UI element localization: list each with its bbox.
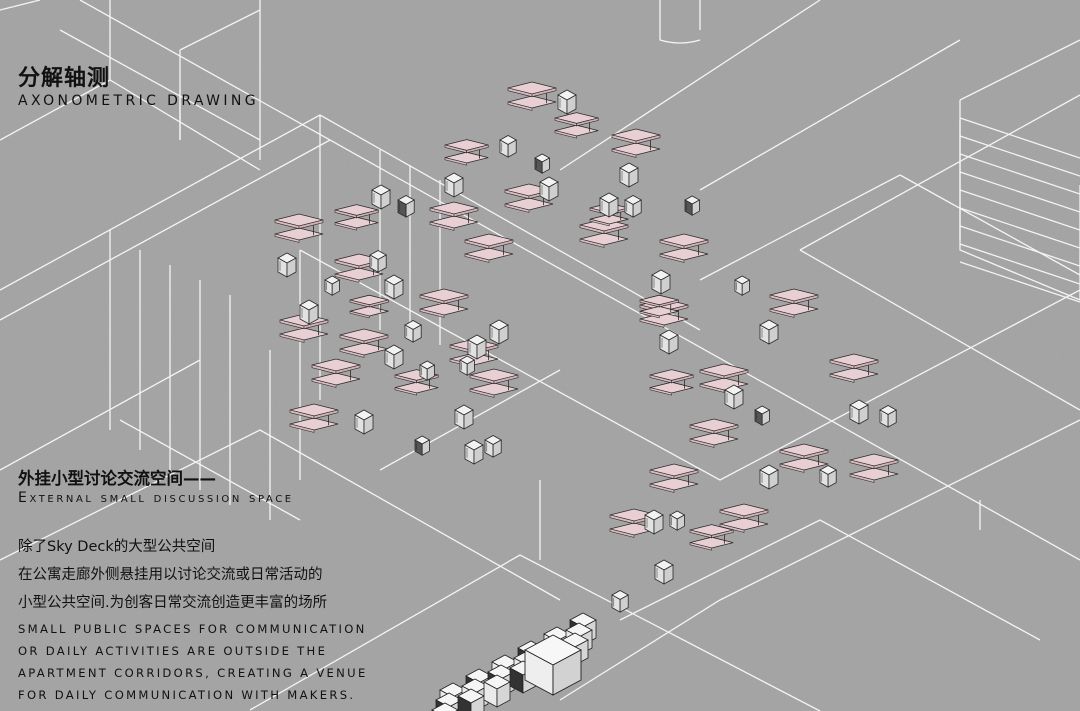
hanging-pod <box>274 213 324 243</box>
box-module <box>467 334 487 360</box>
box-module <box>557 89 577 115</box>
hanging-pod <box>429 201 479 231</box>
hanging-pod <box>419 288 469 318</box>
box-module <box>397 195 416 218</box>
section-title: 外挂小型讨论交流空间—— <box>18 469 216 488</box>
box-module <box>499 135 518 158</box>
box-module <box>819 465 838 488</box>
hanging-pod <box>334 204 379 231</box>
box-module <box>754 405 771 426</box>
box-module <box>599 192 619 218</box>
box-module <box>539 176 559 202</box>
box-module <box>849 399 869 425</box>
box-module <box>324 275 341 296</box>
box-module <box>624 195 643 218</box>
hanging-pod <box>507 81 557 111</box>
box-module <box>444 172 464 198</box>
box-module <box>759 319 779 345</box>
box-module <box>464 439 484 465</box>
box-module <box>299 299 319 325</box>
hanging-pod <box>659 233 709 263</box>
hanging-pod <box>649 369 694 396</box>
hanging-pod <box>719 503 769 533</box>
hanging-pod <box>339 328 389 358</box>
hanging-pod <box>464 233 514 263</box>
box-module <box>354 409 374 435</box>
hanging-pod <box>829 353 879 383</box>
hanging-pod <box>699 363 749 393</box>
box-module <box>369 250 388 273</box>
hanging-pod <box>849 453 899 483</box>
hanging-pod <box>639 294 679 319</box>
box-module <box>371 184 391 210</box>
box-module <box>277 252 297 278</box>
hanging-pod <box>289 403 339 433</box>
box-module <box>484 435 503 458</box>
box-module <box>404 320 423 343</box>
box-module <box>659 329 679 355</box>
hanging-pod <box>469 368 519 398</box>
box-module <box>611 590 630 613</box>
description-english-line: or daily activities are outside the <box>18 644 328 658</box>
ground-building <box>431 612 597 711</box>
pod-cluster <box>274 81 899 613</box>
box-module <box>654 559 674 585</box>
description-line: 除了Sky Deck的大型公共空间 <box>18 539 216 555</box>
box-module <box>459 355 476 376</box>
hanging-pod <box>349 294 389 319</box>
hanging-pod <box>554 112 599 139</box>
box-module <box>644 509 664 535</box>
box-module <box>414 435 431 456</box>
page-title: 分解轴测 <box>18 66 111 91</box>
hanging-pod <box>689 524 734 551</box>
box-module <box>669 510 686 531</box>
box-module <box>419 360 436 381</box>
hanging-pod <box>311 358 361 388</box>
box-module <box>454 404 474 430</box>
box-module <box>759 464 779 490</box>
box-module <box>489 319 509 345</box>
hanging-pod <box>579 218 629 248</box>
description-english-line: for daily communication with makers. <box>18 688 356 702</box>
box-module <box>651 269 671 295</box>
hanging-pod <box>779 443 829 473</box>
box-module <box>724 384 744 410</box>
hanging-pod <box>444 139 489 166</box>
hanging-pod <box>649 463 699 493</box>
description-english-line: apartment corridors, creating a venue <box>18 666 368 680</box>
hanging-pod <box>689 418 739 448</box>
box-module <box>734 275 751 296</box>
box-module <box>684 195 701 216</box>
box-module <box>879 405 898 428</box>
description-line: 小型公共空间.为创客日常交流创造更丰富的场所 <box>18 595 328 611</box>
hanging-pod <box>611 128 661 158</box>
description-english-line: small public spaces for communication <box>18 622 367 636</box>
box-module <box>384 344 404 370</box>
page-title-english: AXONOMETRIC DRAWING <box>18 93 259 109</box>
hanging-pod <box>769 288 819 318</box>
description-line: 在公寓走廊外侧悬挂用以讨论交流或日常活动的 <box>18 567 323 583</box>
section-title-english: External small discussion space <box>18 490 294 506</box>
box-module <box>534 153 551 174</box>
box-module <box>384 274 404 300</box>
box-module <box>619 162 639 188</box>
